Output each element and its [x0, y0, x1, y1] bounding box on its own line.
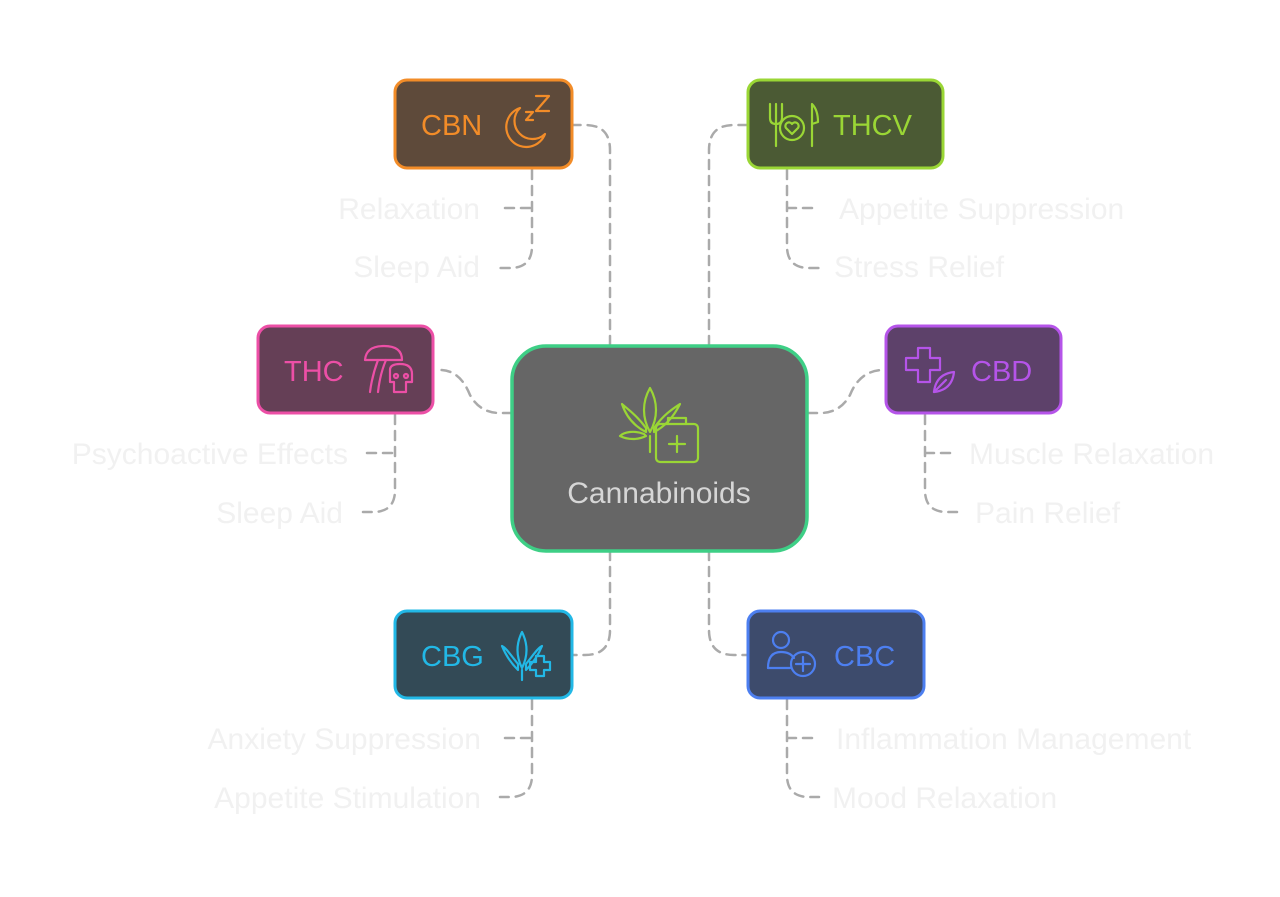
connector-cbc-effects [785, 698, 821, 799]
medical-cross-leaf-icon [904, 346, 956, 394]
cbn-effect-2: Sleep Aid [353, 251, 480, 284]
node-thc-label: THC [284, 356, 344, 388]
center-node: Cannabinoids [510, 344, 809, 553]
center-title: Cannabinoids [567, 477, 750, 510]
connector-cbd-effects [923, 413, 959, 514]
node-cbg-label: CBG [421, 641, 484, 673]
effect-connectors [361, 168, 959, 799]
connector-cbg-effects [498, 698, 534, 799]
cannabis-plus-icon [500, 630, 552, 682]
cbd-effect-1: Muscle Relaxation [969, 438, 1214, 471]
node-cbd[interactable]: CBD [884, 324, 1063, 415]
cbn-effect-1: Relaxation [338, 193, 480, 226]
connector-center-cbg [570, 549, 612, 657]
node-cbd-label: CBD [971, 356, 1032, 388]
node-cbn-label: CBN [421, 110, 482, 142]
cbd-effect-2: Pain Relief [975, 497, 1121, 530]
node-thc[interactable]: THC [256, 324, 435, 415]
node-cbc-label: CBC [834, 641, 895, 673]
thcv-effect-2: Stress Relief [834, 251, 1005, 284]
person-plus-icon [766, 630, 817, 678]
thcv-effect-1: Appetite Suppression [839, 193, 1124, 226]
thc-effect-1: Psychoactive Effects [72, 438, 348, 471]
node-thcv[interactable]: THCV [746, 78, 945, 170]
connector-cbn-effects [498, 168, 534, 270]
cbc-effect-1: Inflammation Management [836, 723, 1192, 756]
thc-effect-2: Sleep Aid [216, 497, 343, 530]
connector-center-thcv [707, 123, 750, 347]
fork-plate-knife-icon [768, 102, 820, 148]
node-thcv-label: THCV [833, 110, 913, 142]
cbc-effect-2: Mood Relaxation [832, 782, 1057, 815]
moon-sleep-icon [505, 94, 551, 149]
cbg-effect-2: Appetite Stimulation [214, 782, 481, 815]
connector-center-cbc [707, 549, 750, 657]
mushroom-skull-icon [363, 344, 414, 394]
connector-thcv-effects [785, 168, 821, 270]
node-cbc[interactable]: CBC [746, 609, 926, 700]
connector-thc-effects [361, 413, 397, 514]
connector-center-thc [438, 368, 514, 415]
node-cbn[interactable]: CBN [393, 78, 574, 170]
connector-center-cbd [806, 368, 886, 415]
cannabis-first-aid-icon [618, 386, 700, 464]
node-cbg[interactable]: CBG [393, 609, 574, 700]
cbg-effect-1: Anxiety Suppression [208, 723, 482, 756]
connector-center-cbn [570, 123, 612, 347]
center-connectors [438, 123, 886, 657]
